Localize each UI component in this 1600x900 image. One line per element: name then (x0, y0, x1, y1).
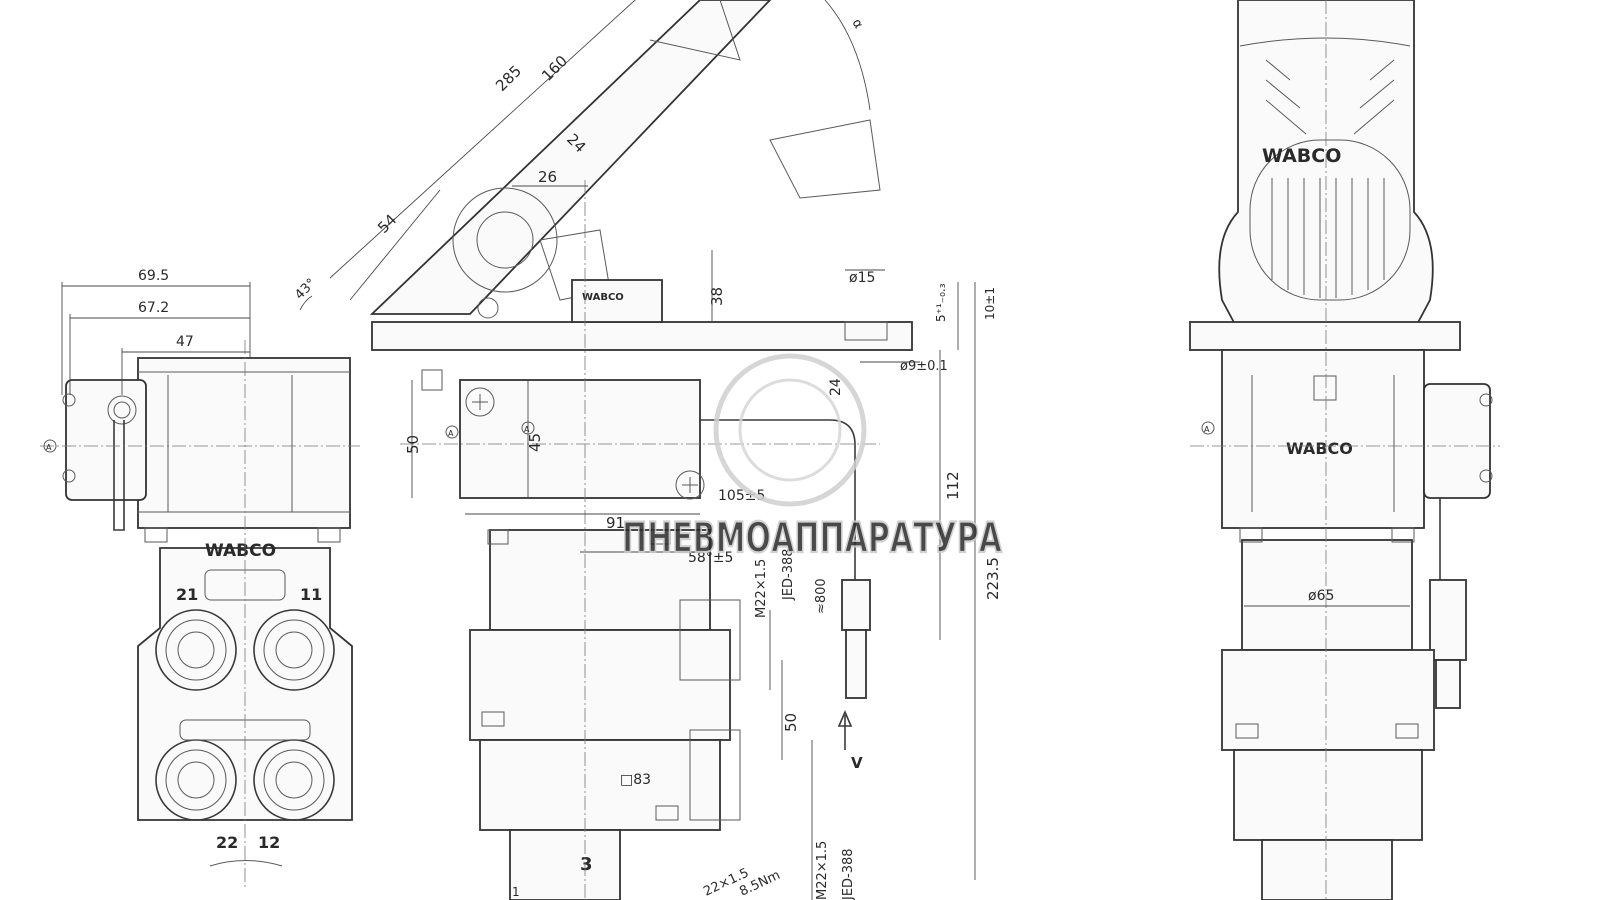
port-label-12: 12 (258, 833, 280, 852)
middle-view: WABCO 3 (292, 0, 1002, 900)
connector-jed-upper: JED-388 (781, 548, 796, 601)
ref-a-right: A (1204, 425, 1210, 434)
dim-47: 47 (176, 334, 194, 350)
ref-a-left: A (46, 443, 52, 452)
dim-10: 10±1 (983, 287, 997, 320)
brand-logo-pedal: WABCO (1262, 145, 1341, 167)
thread-m22-upper: M22×1.5 (754, 559, 769, 618)
left-upper-housing (137, 357, 351, 529)
dim-50-upper: 50 (404, 435, 422, 454)
right-valve-upper (1241, 539, 1413, 651)
dim-91: 91 (606, 514, 625, 532)
port-11 (253, 609, 335, 691)
middle-valve-low (479, 739, 721, 831)
middle-switch-housing (459, 379, 701, 499)
ref-a-middle-2: A (524, 425, 530, 434)
dim-160: 160 (538, 52, 571, 85)
brand-logo-right: WABCO (1286, 439, 1353, 458)
dim-223-5: 223.5 (984, 557, 1002, 600)
dim-cable-800: ≈800 (814, 578, 829, 614)
dim-24-mount: 24 (828, 378, 844, 396)
port-label-3: 3 (580, 854, 593, 875)
thread-m22-lower: M22×1.5 (815, 841, 830, 900)
left-switch-box (65, 379, 147, 501)
port-label-11: 11 (300, 585, 322, 604)
ref-a-middle-1: A (448, 429, 454, 438)
middle-exhaust (509, 829, 621, 900)
middle-valve-upper (489, 529, 711, 631)
watermark: ПНЕВМОАППАРАТУРА (621, 353, 1003, 563)
dim-54: 54 (374, 211, 400, 237)
port-21 (155, 609, 237, 691)
right-valve-mid (1221, 649, 1435, 751)
right-mounting-plate (1189, 321, 1461, 351)
right-valve-low (1233, 749, 1423, 841)
dim-43-deg: 43° (292, 276, 319, 303)
cable-connector (841, 579, 871, 631)
label-plate (571, 279, 663, 323)
dim-112: 112 (944, 471, 962, 500)
dim-dia-15: ø15 (849, 270, 875, 286)
dim-45: 45 (526, 433, 544, 452)
left-view: WABCO 21 11 22 12 69.5 67.2 4 (40, 268, 360, 890)
connector-jed-lower: JED-388 (841, 848, 856, 900)
brand-logo-plate: WABCO (582, 292, 624, 303)
right-switch-box (1423, 383, 1491, 499)
dim-dia-65: ø65 (1308, 588, 1334, 604)
dim-one: 1 (512, 885, 520, 899)
dim-5: 5⁺¹₋₀.₃ (934, 283, 948, 322)
port-22 (155, 739, 237, 821)
angle-alpha: α (849, 17, 866, 32)
port-label-22: 22 (216, 833, 238, 852)
brand-logo-left: WABCO (205, 541, 276, 561)
right-cable-connector (1429, 579, 1467, 661)
dim-dia-9: ø9±0.1 (900, 359, 948, 374)
dim-58-deg: 58°±5 (688, 550, 733, 566)
dim-67-2: 67.2 (138, 300, 169, 316)
dim-69-5: 69.5 (138, 268, 169, 284)
pedal-grip-lines (1265, 59, 1395, 298)
port-label-21: 21 (176, 585, 198, 604)
dim-38: 38 (708, 287, 726, 306)
dim-26: 26 (538, 168, 557, 186)
pedal-plate (369, 0, 772, 315)
dim-50-lower: 50 (782, 713, 800, 732)
watermark-text: ПНЕВМОАППАРАТУРА (622, 513, 1002, 562)
dim-285: 285 (492, 62, 525, 95)
mounting-plate (371, 321, 913, 351)
right-view: WABCO WABCO ø65 A (1189, 0, 1500, 900)
right-switch-housing (1221, 349, 1425, 529)
dim-square-83: □83 (620, 772, 651, 788)
view-arrow-v: V (851, 754, 863, 772)
right-exhaust (1261, 839, 1393, 900)
middle-valve-mid (469, 629, 731, 741)
